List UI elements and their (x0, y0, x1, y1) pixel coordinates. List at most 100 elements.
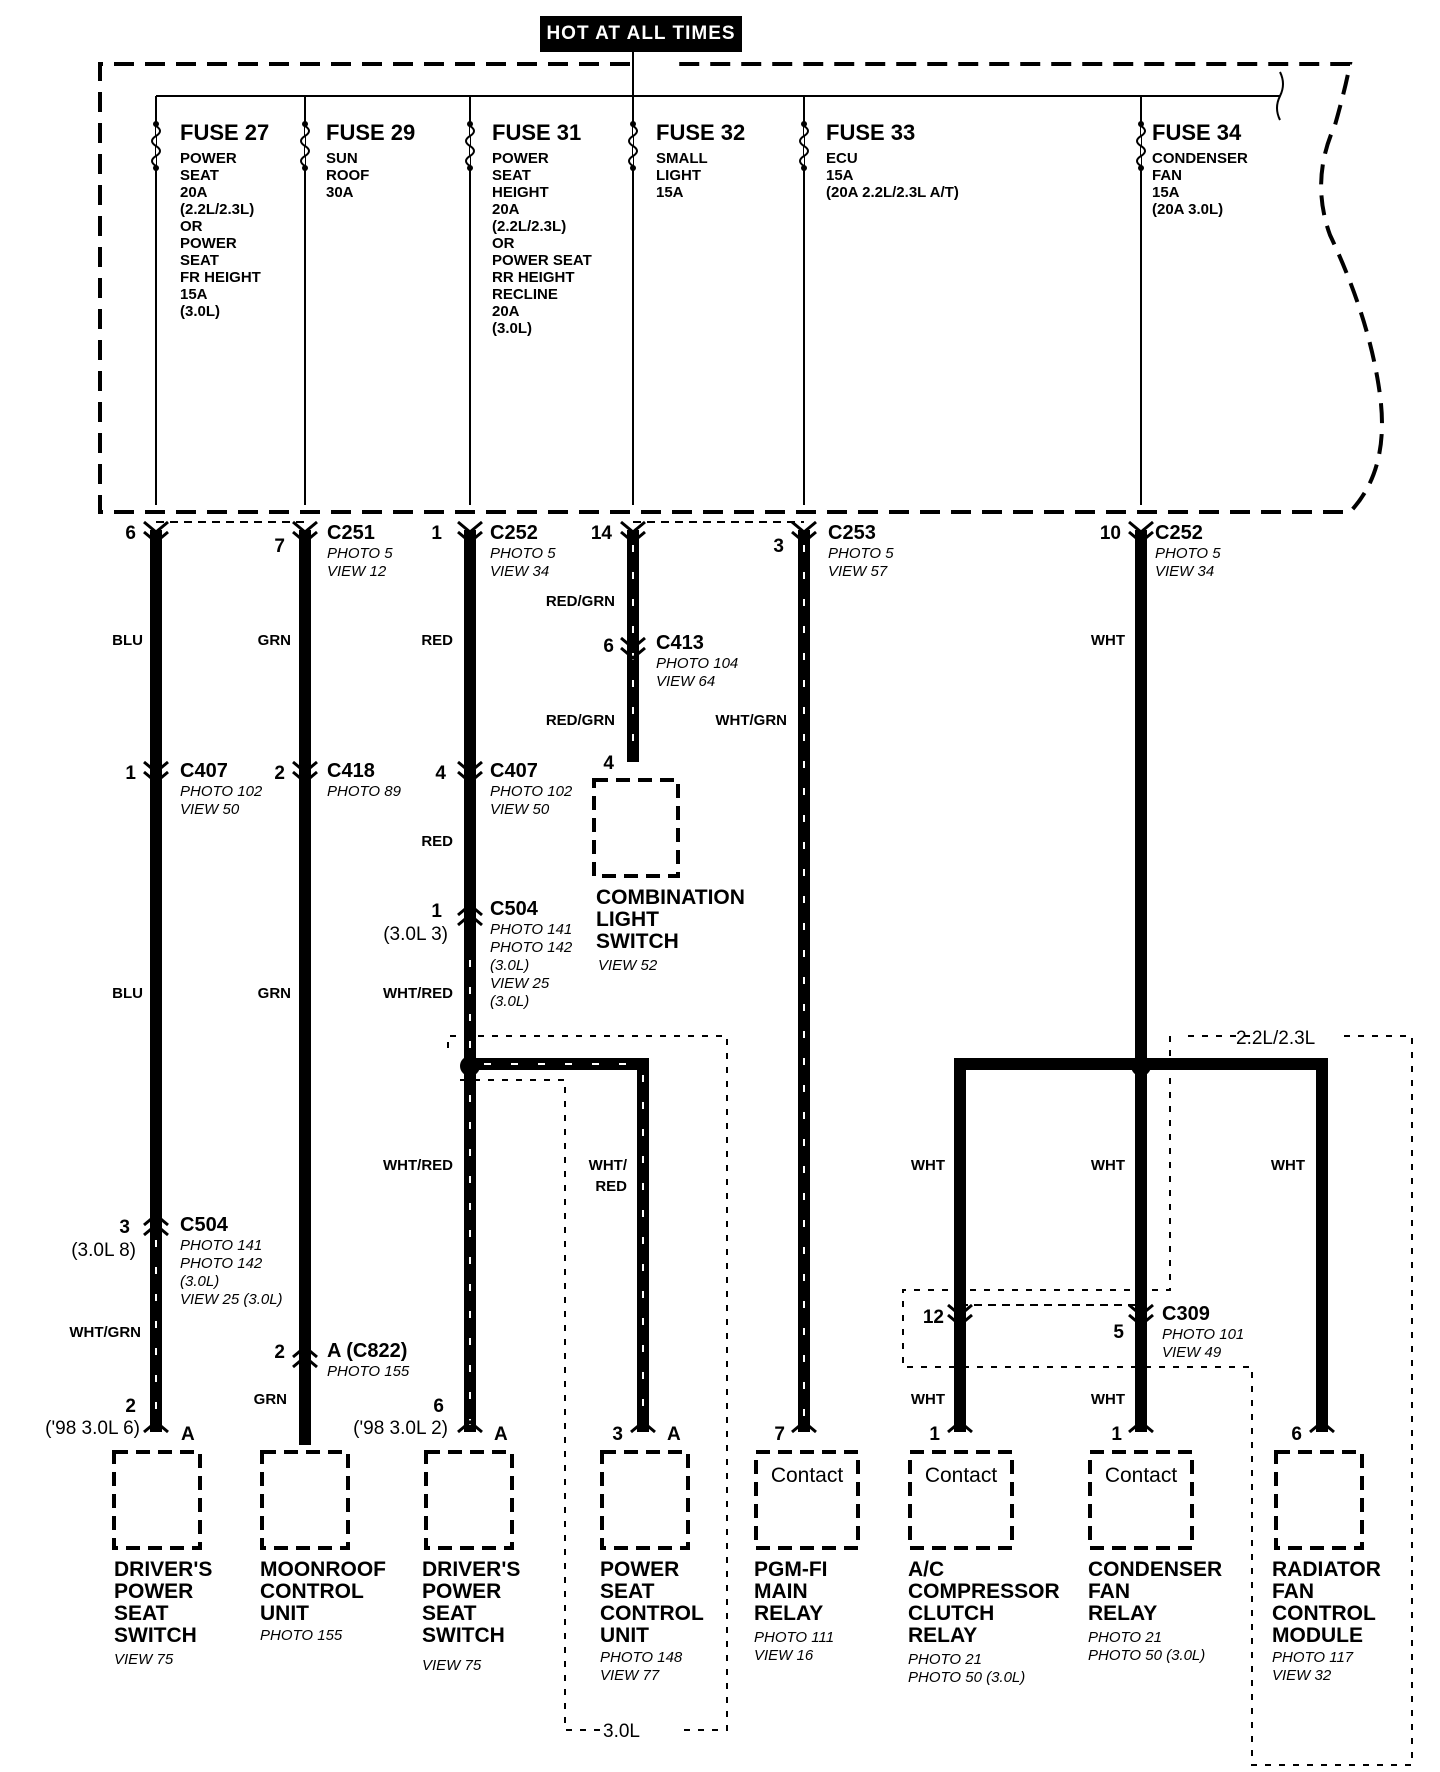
radiator-fan-control-module-box (1274, 1450, 1364, 1550)
condenser-fan-relay-box (1088, 1450, 1194, 1550)
wire-color-label: WHT (1271, 1157, 1305, 1174)
connector-icon (143, 520, 169, 544)
pin-label: 2 (274, 1342, 285, 1363)
drivers-power-seat-switch-2-info: VIEW 75 (422, 1657, 482, 1674)
contact-label: Contact (771, 1464, 844, 1487)
wire-color-label: WHT (1091, 632, 1125, 649)
fuse-33-name: FUSE 33 (826, 120, 915, 145)
fuse-29-icon (300, 125, 310, 167)
connector-icon (457, 1420, 483, 1434)
connector-icon (457, 760, 483, 784)
pin-label: ('98 3.0L 6) (45, 1418, 140, 1439)
wire-branch-radiator (1141, 1058, 1328, 1432)
wire-color-label: WHT/ (589, 1157, 628, 1174)
connector-icon (143, 1213, 169, 1237)
pin-label: 1 (1111, 1424, 1122, 1445)
connector-icon (947, 1303, 973, 1327)
drivers-power-seat-switch-2-box (424, 1450, 514, 1550)
wire-color-label: RED (421, 632, 453, 649)
pin-label: 4 (603, 753, 614, 774)
connector-c822: A (C822) (327, 1340, 407, 1362)
ac-compressor-clutch-relay-box (908, 1450, 1014, 1550)
fuse-33-icon (799, 125, 809, 167)
moonroof-control-unit-box (260, 1450, 350, 1550)
wire-color-label: BLU (112, 985, 143, 1002)
pin-label: 1 (929, 1424, 940, 1445)
pin-label: 1 (431, 523, 442, 544)
region-3-0l-outline (447, 1035, 728, 1731)
connector-icon (457, 520, 483, 544)
pin-label: 1 (125, 763, 136, 784)
pin-label: A (667, 1424, 681, 1445)
fuse-29-name: FUSE 29 (326, 120, 415, 145)
connector-icon (1309, 1420, 1335, 1434)
pin-label: 14 (591, 523, 613, 544)
drivers-power-seat-switch-box (112, 1450, 202, 1550)
wire-color-label: WHT/RED (383, 985, 453, 1002)
region-3-0l-label: 3.0L (603, 1721, 640, 1742)
fuse-31-icon (465, 125, 475, 167)
pin-label: 3 (612, 1424, 623, 1445)
connector-icon (1128, 1420, 1154, 1434)
connector-c407-b: C407 (490, 760, 538, 782)
connector-icon (292, 1345, 318, 1369)
pin-label: 7 (774, 1424, 785, 1445)
connector-c504: C504 (490, 898, 539, 920)
connector-c418: C418 (327, 760, 375, 782)
fuse-34-icon (1136, 125, 1146, 167)
pin-label: A (494, 1424, 508, 1445)
connector-icon (791, 520, 817, 544)
connector-c252: C252 (490, 522, 538, 544)
fuse-31-name: FUSE 31 (492, 120, 581, 145)
connector-icon (791, 1420, 817, 1434)
pin-label: 10 (1100, 523, 1121, 544)
pin-label: 1 (431, 901, 442, 922)
wire-color-label: RED (595, 1178, 627, 1195)
drivers-power-seat-switch-info: VIEW 75 (114, 1651, 174, 1668)
wire-color-label: WHT (1091, 1157, 1125, 1174)
pin-label: 12 (923, 1307, 944, 1328)
wire-color-label: GRN (254, 1391, 287, 1408)
pin-label: 2 (125, 1396, 136, 1417)
wire-color-label: WHT (1091, 1391, 1125, 1408)
wire-color-label: WHT (911, 1157, 945, 1174)
pin-label: 6 (433, 1396, 444, 1417)
connector-c251: C251 (327, 522, 375, 544)
pgm-fi-main-relay-box (754, 1450, 860, 1550)
connector-icon (947, 1420, 973, 1434)
pin-label: 4 (435, 763, 446, 784)
fuse-32-icon (628, 125, 638, 167)
fuse-box-outline (98, 62, 1384, 514)
connector-c822-info: PHOTO 155 (327, 1363, 410, 1380)
connector-icon (1128, 520, 1154, 544)
fuse-32-name: FUSE 32 (656, 120, 745, 145)
pin-label: 6 (603, 636, 614, 657)
pin-label: A (181, 1424, 195, 1445)
connector-icon (620, 636, 646, 660)
wire-color-label: GRN (258, 632, 291, 649)
connector-c407: C407 (180, 760, 228, 782)
connector-icon (143, 1420, 169, 1434)
pin-label: (3.0L 3) (383, 924, 448, 945)
splice-point (1131, 1056, 1151, 1076)
wire-color-label: RED/GRN (546, 712, 615, 729)
